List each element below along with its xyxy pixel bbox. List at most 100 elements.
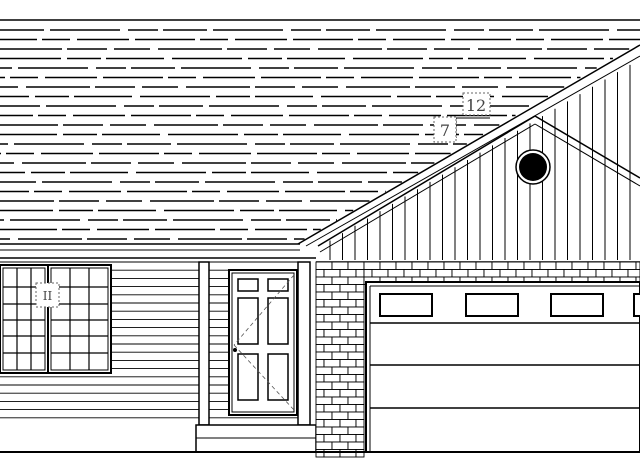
brick [339,344,357,353]
window-right-sash [50,267,109,371]
brick [331,366,349,375]
brick [483,269,501,278]
door-bottom-panel-left [237,353,259,401]
brick [315,321,333,330]
brick [315,404,325,413]
brick [331,336,349,345]
brick [315,291,333,300]
brick [315,314,325,323]
door-mid-panel-left [237,297,259,345]
brick [475,261,493,270]
brick [331,381,349,390]
brick [571,261,589,270]
brick [323,389,341,398]
pitch-run-tag [462,92,491,116]
brick [467,269,485,278]
brick [347,261,365,270]
main-roof-shingles [0,29,640,240]
brick [339,359,357,368]
brick [331,291,349,300]
brick [315,411,333,420]
brick [459,261,477,270]
brick [315,366,333,375]
brick [331,306,349,315]
brick [355,449,365,458]
brick [355,284,365,293]
brick [315,284,325,293]
brick [451,269,469,278]
brick [315,449,325,458]
brick [355,389,365,398]
front-door [228,269,298,416]
brick [363,269,373,278]
brick [619,261,637,270]
pitch-run-label: 12 [466,96,486,115]
gable-rake-inner [305,55,640,247]
garage-window-1 [379,293,433,317]
brick [347,306,365,315]
brick [339,269,357,278]
brick [355,269,365,278]
brick [315,336,333,345]
brick [323,284,341,293]
brick [555,261,573,270]
brick [347,276,365,285]
gable-round-vent [519,153,547,181]
brick [331,351,349,360]
brick [347,411,365,420]
brick [627,269,640,278]
window-grilles [3,268,108,370]
door-frame [228,269,298,416]
brick [491,261,509,270]
brick [355,314,365,323]
gable-trim-right-inner [534,123,640,187]
brick [315,276,333,285]
door-swing-line-upper [233,274,295,346]
brick [323,344,341,353]
brick [371,269,389,278]
gable-trim-left [317,115,536,247]
brick [323,434,341,443]
brick [339,374,357,383]
brick [315,261,333,270]
brick [339,284,357,293]
gable-vertical-siding [329,64,631,260]
brick [355,344,365,353]
brick [347,381,365,390]
gable-trim-left-inner [319,123,536,253]
brick [355,434,365,443]
brick [339,329,357,338]
brick [315,441,333,450]
brick [331,276,349,285]
garage-window-2 [465,293,519,317]
brick [331,396,349,405]
brick [355,359,365,368]
door-top-panel-left [237,278,259,292]
brick [379,261,397,270]
brick [315,344,325,353]
brick [339,389,357,398]
brick [443,261,461,270]
brick-veneer [315,261,640,458]
brick [315,396,333,405]
brick [315,426,333,435]
porch-post-right [297,261,311,426]
brick [339,404,357,413]
brick [363,261,381,270]
brick [507,261,525,270]
door-mid-panel-right [267,297,289,345]
brick [331,321,349,330]
brick [595,269,613,278]
window-tag: II [43,289,53,303]
brick [331,261,349,270]
brick [395,261,413,270]
pitch-rise-label: 7 [440,121,450,140]
brick [315,351,333,360]
brick [611,269,629,278]
brick [355,374,365,383]
brick [547,269,565,278]
brick [403,269,421,278]
door-top-panel-right [267,278,289,292]
brick [315,434,325,443]
